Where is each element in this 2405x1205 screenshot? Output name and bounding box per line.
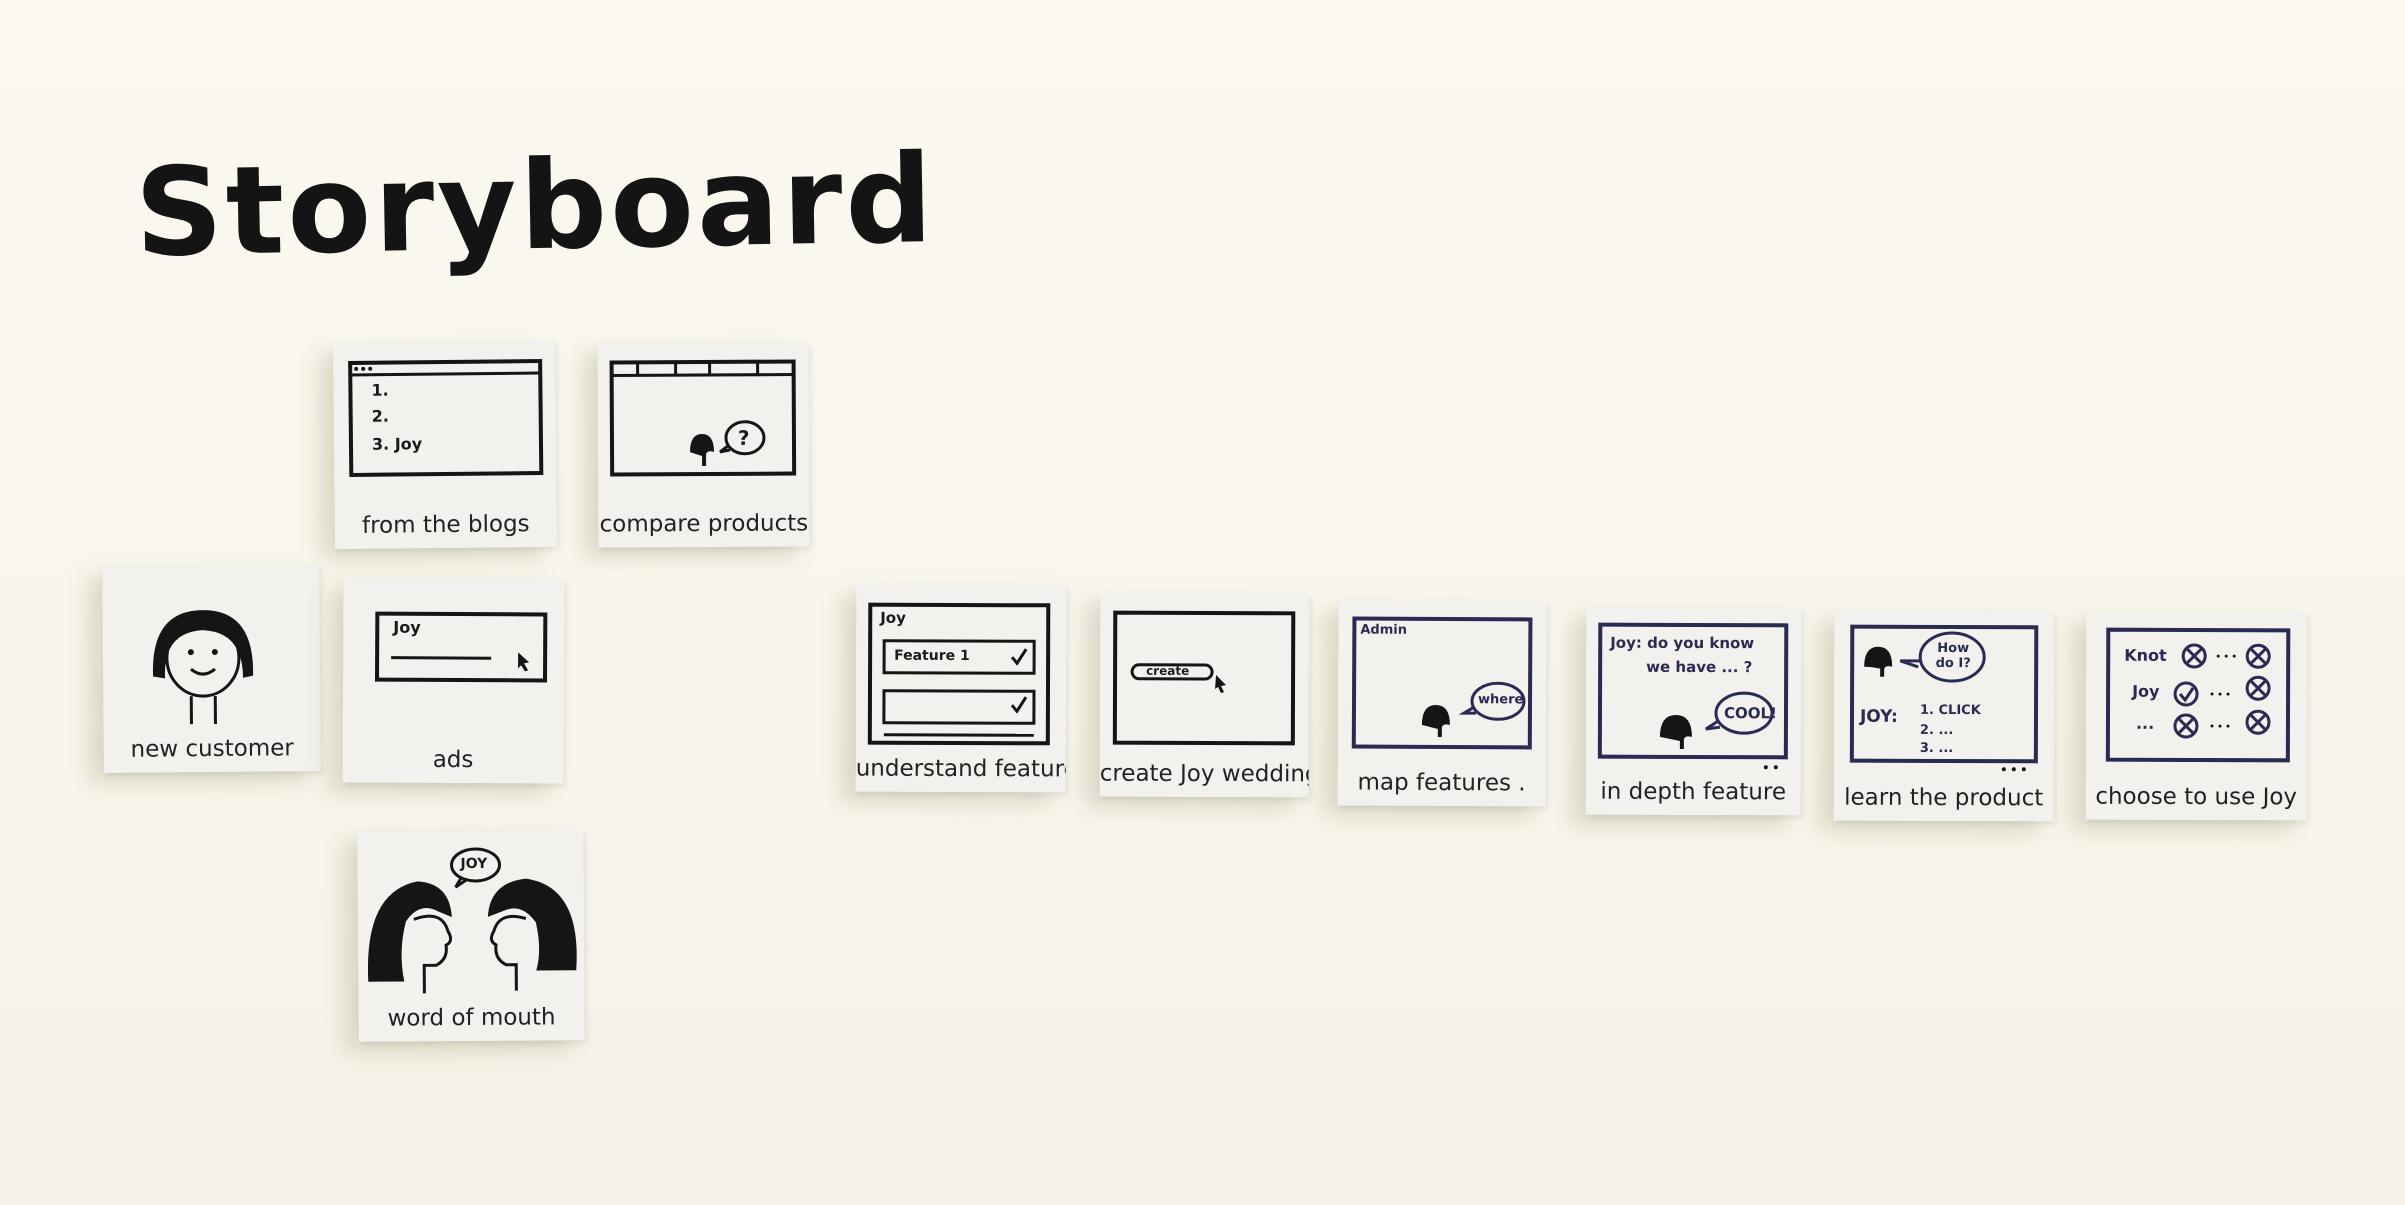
sticky-note-from-the-blogs: 1. 2. 3. Joy from the blogs [332,340,558,550]
compare-bubble-text: ? [737,425,750,450]
sticky-note-learn-the-product: How do I? JOY: 1. CLICK 2. ... 3. ... le… [1833,610,2055,822]
blog-item-1: 1. [371,380,389,400]
sticky-note-compare-products: ? compare products [597,341,810,548]
blog-item-2: 2. [371,406,390,426]
choose-row-other: ... [2135,713,2155,733]
learn-joy-label: JOY: [1859,706,1898,727]
caption-create-joy-wedding: create Joy wedding [1099,760,1309,788]
blog-list-sketch [348,358,544,478]
sticky-note-understand-features: Joy Feature 1 understand features [855,584,1067,793]
where-bubble-text: where [1477,692,1524,708]
caption-from-the-blogs: from the blogs [361,511,530,539]
caption-understand-features: understand features [855,755,1066,783]
caption-word-of-mouth: word of mouth [387,1004,556,1032]
understand-features-sketch [867,602,1051,746]
cool-bubble-text: COOL! [1723,704,1777,723]
learn-product-sketch [1849,624,2039,772]
ads-brand-text: Joy [393,617,421,637]
sticky-note-in-depth-feature: Joy: do you know we have ... ? COOL! in … [1585,606,1802,816]
word-of-mouth-sketch [367,847,577,994]
map-features-sketch [1351,616,1533,750]
in-depth-feature-sketch [1597,622,1789,770]
caption-ads: ads [432,746,474,774]
caption-in-depth-feature: in depth feature [1600,778,1787,806]
sticky-note-create-joy-wedding: create create Joy wedding [1099,592,1310,798]
ads-sketch [374,611,548,683]
caption-map-features: map features . [1357,769,1526,797]
blog-item-3: 3. Joy [371,434,423,454]
caption-new-customer: new customer [130,735,294,763]
understand-brand-text: Joy [880,608,906,627]
learn-step-3: 3. ... [1919,740,1954,757]
new-customer-sketch [153,610,254,725]
caption-choose-to-use-joy: choose to use Joy [2095,783,2298,811]
word-of-mouth-bubble-text: JOY [460,855,488,873]
storyboard-title: Storyboard [133,128,937,284]
sticky-note-choose-to-use-joy: Knot Joy ... choose to use Joy [2085,611,2308,821]
learn-step-2: 2. ... [1919,722,1954,739]
sticky-note-ads: Joy ads [342,577,565,784]
choose-joy-sketch [2105,627,2291,763]
learn-step-1: 1. CLICK [1919,702,1981,719]
caption-learn-the-product: learn the product [1844,784,2044,812]
how-do-i-bubble-text: How do I? [1935,640,1971,672]
compare-products-sketch [609,359,797,477]
sticky-note-map-features: Admin where map features . [1337,600,1547,807]
choose-row-knot: Knot [2124,645,2167,665]
caption-compare-products: compare products [599,510,809,538]
feature-1-label: Feature 1 [894,647,970,665]
create-wedding-sketch [1112,610,1296,746]
create-button-sketch: create [1146,663,1190,678]
in-depth-line-2: we have ... ? [1646,657,1753,677]
sticky-note-new-customer: new customer [102,565,321,773]
in-depth-line-1: Joy: do you know [1610,633,1755,653]
sticky-note-word-of-mouth: JOY word of mouth [357,830,585,1042]
admin-header-text: Admin [1360,622,1408,638]
choose-row-joy: Joy [2132,681,2160,701]
